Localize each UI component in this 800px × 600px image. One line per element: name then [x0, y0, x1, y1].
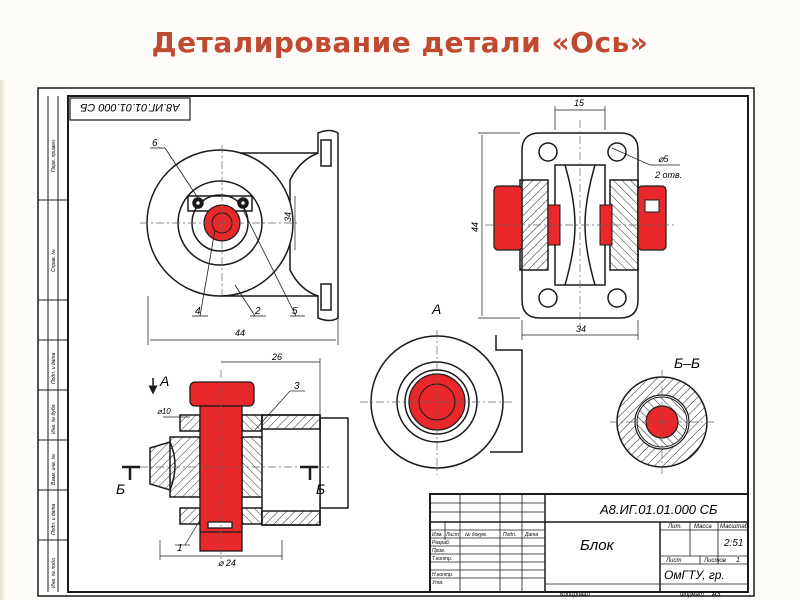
stamp-row: Лист: [445, 532, 459, 538]
side-label: Перв. примен.: [51, 139, 57, 172]
stamp-row: Т.контр.: [432, 556, 452, 562]
side-label: Инв. № подл.: [51, 557, 57, 588]
axle-end-red: [637, 185, 667, 251]
stamp-mass-header: Масса: [694, 524, 712, 530]
slide-title: Деталирование детали «Ось»: [151, 26, 649, 59]
stamp-code: А8.ИГ.01.01.000 СБ: [599, 502, 718, 517]
stamp-copied: Копировал: [560, 592, 590, 598]
arrow-a-label: А: [159, 373, 169, 389]
stamp-scale-value: 2:51: [723, 538, 743, 549]
dim-section-dia-top: ⌀10: [157, 407, 171, 416]
title-block: [429, 493, 749, 593]
callout-4: 4: [195, 306, 201, 317]
section-bb-label: Б–Б: [674, 355, 700, 371]
hole-note-count: 2 отв.: [654, 170, 682, 180]
hole-note: ⌀5: [658, 154, 669, 164]
callout-3: 3: [294, 381, 300, 392]
dim-left-width: 44: [235, 328, 245, 338]
callout-2: 2: [254, 306, 261, 317]
slide-edge-decoration: [0, 80, 6, 600]
stamp-row: Н.контр.: [432, 572, 453, 578]
callout-1: 1: [177, 543, 183, 554]
stamp-row: № докум.: [465, 532, 487, 538]
stamp-row: Утв.: [432, 580, 443, 586]
stamp-name: Блок: [580, 537, 615, 554]
stamp-format-value: А3: [711, 591, 721, 598]
rotated-code-box: [69, 97, 191, 121]
stamp-sheets-value: 1: [736, 557, 740, 564]
centerlines-front: [140, 145, 300, 300]
dim-right-height: 44: [470, 222, 480, 232]
stamp-sheet-label: Лист: [665, 558, 681, 564]
axle-head-red: [493, 185, 523, 251]
stamp-row: Разраб.: [432, 540, 450, 546]
cut-label-left: Б: [116, 481, 125, 497]
side-label: Подп. и дата: [51, 352, 57, 384]
stamp-sheets-label: Листов: [703, 558, 726, 564]
dim-section-dia-bottom: ⌀ 24: [218, 558, 236, 568]
sheet-inner-frame: [67, 95, 749, 593]
stamp-format: Формат: [680, 592, 704, 598]
stamp-lit-header: Лит.: [667, 524, 682, 530]
dim-right-top: 15: [574, 98, 585, 108]
stamp-row: Дата: [524, 532, 538, 538]
side-view: [519, 132, 639, 319]
stamp-row: Подп.: [503, 532, 516, 538]
stamp-row: Изм.: [432, 532, 443, 538]
stamp-org: ОмГТУ, гр.: [664, 568, 725, 582]
side-label: Взам. инв. №: [51, 453, 57, 485]
dim-left-height: 34: [283, 212, 293, 222]
dim-right-width: 34: [576, 324, 586, 334]
cut-label-right: Б: [316, 481, 325, 497]
side-label: Справ. №: [51, 249, 57, 272]
side-label: Подп. и дата: [51, 503, 57, 535]
side-label: Инв. № дубл.: [51, 403, 57, 434]
side-strip: [38, 96, 68, 592]
stamp-row: Пров.: [432, 548, 445, 554]
callout-5: 5: [292, 306, 298, 317]
callout-6: 6: [152, 138, 158, 149]
view-a-label: А: [431, 301, 441, 317]
sheet-outer-frame: [37, 87, 755, 597]
section-view: [149, 414, 349, 526]
stamp-scale-header: Масштаб: [720, 524, 749, 530]
dim-section-width: 26: [271, 352, 282, 362]
rotated-code: А8.ИГ.01.01.000 СБ: [80, 101, 180, 113]
